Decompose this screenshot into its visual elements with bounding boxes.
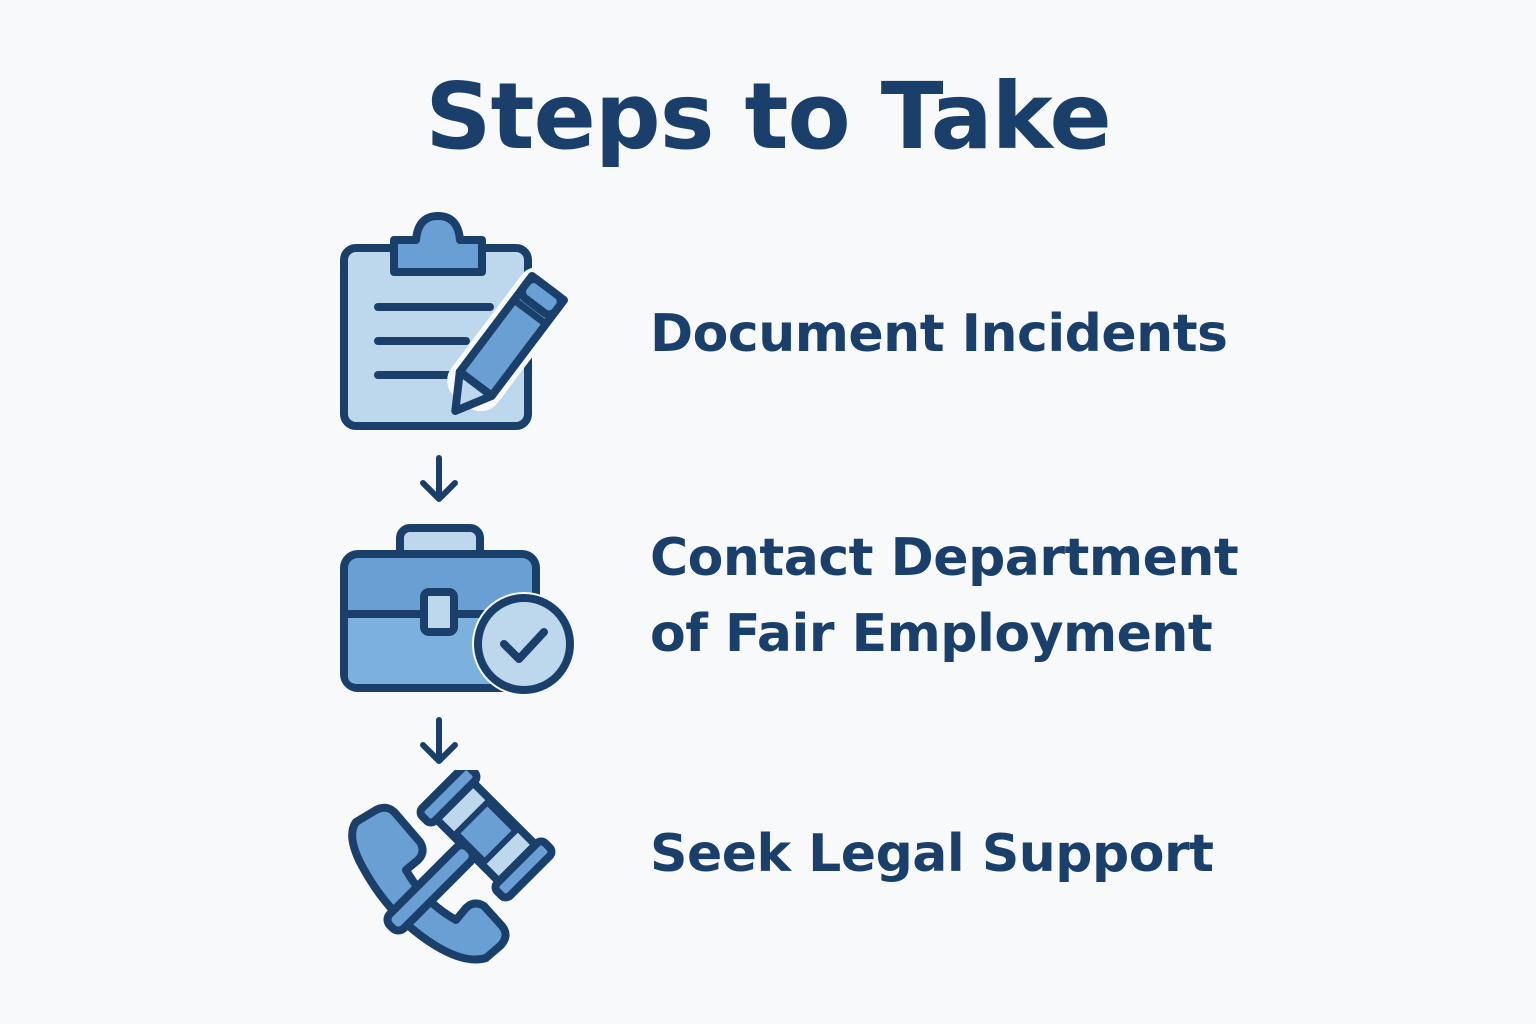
- page-title: Steps to Take: [425, 63, 1112, 170]
- step-2-label: Contact Department of Fair Employment: [650, 520, 1239, 672]
- clipboard-pencil-icon: [340, 212, 572, 430]
- phone-gavel-icon: [348, 770, 556, 964]
- step-2-line-2: of Fair Employment: [650, 604, 1213, 664]
- arrow-down-icon: [420, 455, 458, 502]
- step-3-line-1: Seek Legal Support: [650, 824, 1214, 884]
- arrow-down-icon: [420, 717, 458, 764]
- step-2-line-1: Contact Department: [650, 528, 1239, 588]
- briefcase-check-icon: [340, 524, 576, 696]
- step-1-line-1: Document Incidents: [650, 304, 1228, 364]
- step-1-label: Document Incidents: [650, 296, 1228, 372]
- step-3-label: Seek Legal Support: [650, 816, 1214, 892]
